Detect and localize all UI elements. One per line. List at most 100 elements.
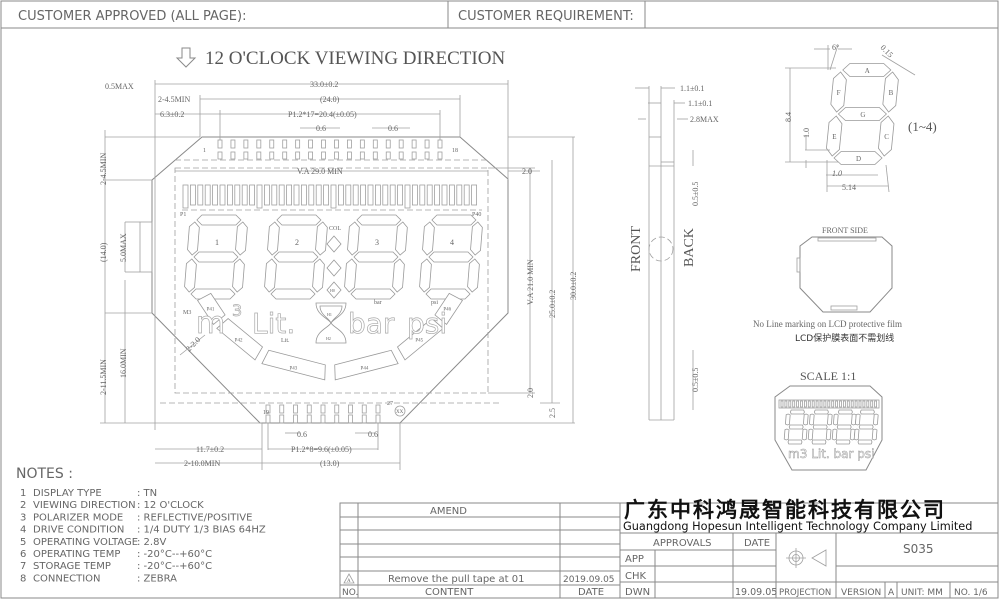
arc-segment-label: P43 [289,366,297,371]
seg-width-h: 1.0 [832,169,842,178]
dim-24: (24.0) [320,95,340,104]
icon-bar-row [182,184,478,209]
digit-segment [270,288,316,300]
app-label: APP [625,554,644,565]
dim-va-height: V.A 21.0 MIN [526,259,535,305]
pin [306,414,312,424]
digit-segment [425,288,471,300]
arc-segment: P45 [396,318,444,361]
bar-segment [843,400,846,408]
bar-segment [315,184,322,206]
digit-segment [428,251,474,263]
dim-10min: 2-10.0MIN [184,459,220,468]
digit-segment [470,221,483,256]
digit-segment [344,258,357,293]
digit-number: 3 [375,238,379,247]
pin [372,139,378,149]
note-value: : 1/4 DUTY 1/3 BIAS 64HZ [137,525,266,536]
digit-segment [235,221,248,256]
pin-pad [321,151,326,160]
digit-segment [232,258,245,293]
side-view [635,86,694,421]
front-label: FRONT [629,226,644,272]
segment-label: B [889,89,894,97]
pin [265,414,271,424]
arc-segment-shape [434,292,464,325]
dim-11.7: 11.7±0.2 [196,445,224,454]
digit-segment [801,428,808,441]
note-label: OPERATING VOLTAGE [33,537,138,548]
pin-pad [375,404,381,414]
side-dim-3: 2.8MAX [690,115,719,124]
pin [385,139,391,149]
pin [256,139,262,149]
digit-segment [350,288,396,300]
seg-range: (1~4) [908,119,937,134]
seg-height: 8.4 [784,112,793,122]
note-num: 8 [20,573,26,584]
digit-segment [812,424,828,430]
pin [320,414,326,424]
bar-segment [835,400,838,408]
seg-total-width: 5.14 [842,183,856,192]
svg-text:A: A [347,579,351,584]
part-number: S035 [903,542,934,556]
dim-6.3: 6.3±0.2 [160,110,184,119]
bar-segment [804,400,807,408]
seg-width-v: 1.0 [802,128,811,138]
digit-segment [783,428,790,441]
segment-label: E [832,133,836,141]
viewing-direction-title: 12 O'CLOCK VIEWING DIRECTION [205,48,505,69]
pin-pad [334,404,340,414]
bar-segment [846,400,850,408]
digit-segment [807,428,814,441]
side-dim-1: 1.1±0.1 [680,84,704,93]
revision-triangle-icon: A [343,573,355,584]
bar-segment [870,400,874,408]
digit-segment [347,221,360,256]
bar-segment [850,400,854,408]
pin-pad [265,404,271,414]
arc-segment: P42 [216,318,264,361]
psi-small-label: psi [431,300,438,306]
dim-pin-width: 0.6 [368,430,378,439]
dwn-label: DWN [625,587,650,598]
pin-1-label: 1 [203,148,206,154]
hourglass-icon [315,302,347,344]
note-label: STORAGE TEMP [33,561,111,572]
note-num: 6 [20,549,26,560]
digit-segment [878,115,895,157]
note-label: CONNECTION [33,573,101,584]
front-side-title: FRONT SIDE [822,226,868,235]
digit-segment [190,288,236,300]
approvals-date-header: DATE [744,538,770,549]
pin-pad [334,151,339,160]
col-label: COL [329,226,341,232]
arc-segment-shape [216,318,264,361]
content-header: CONTENT [425,587,474,598]
bar-segment [397,184,404,206]
amend-header: AMEND [430,506,467,517]
colon-diamond-icon [326,235,342,299]
seg-angle: 6° [832,43,839,52]
dim-pin-width: 0.6 [297,430,307,439]
note-num: 4 [20,525,26,536]
top-pin-row [217,139,443,160]
note-value: : -20°C--+60°C [137,561,212,572]
date-header: DATE [578,587,604,598]
bar-segment [352,184,359,206]
digit-segment [827,413,833,426]
digit-segment [356,214,402,226]
segment-label: G [860,111,865,119]
pin-pad [230,151,236,160]
digit-segment [833,413,839,426]
bar-segment [345,184,352,206]
pin-pad [293,404,298,414]
pin [279,414,285,424]
customer-requirement-label: CUSTOMER REQUIREMENT: [458,9,634,24]
bar-segment [456,184,463,206]
no-header: NO. [342,588,358,598]
digit-segment [836,424,852,430]
